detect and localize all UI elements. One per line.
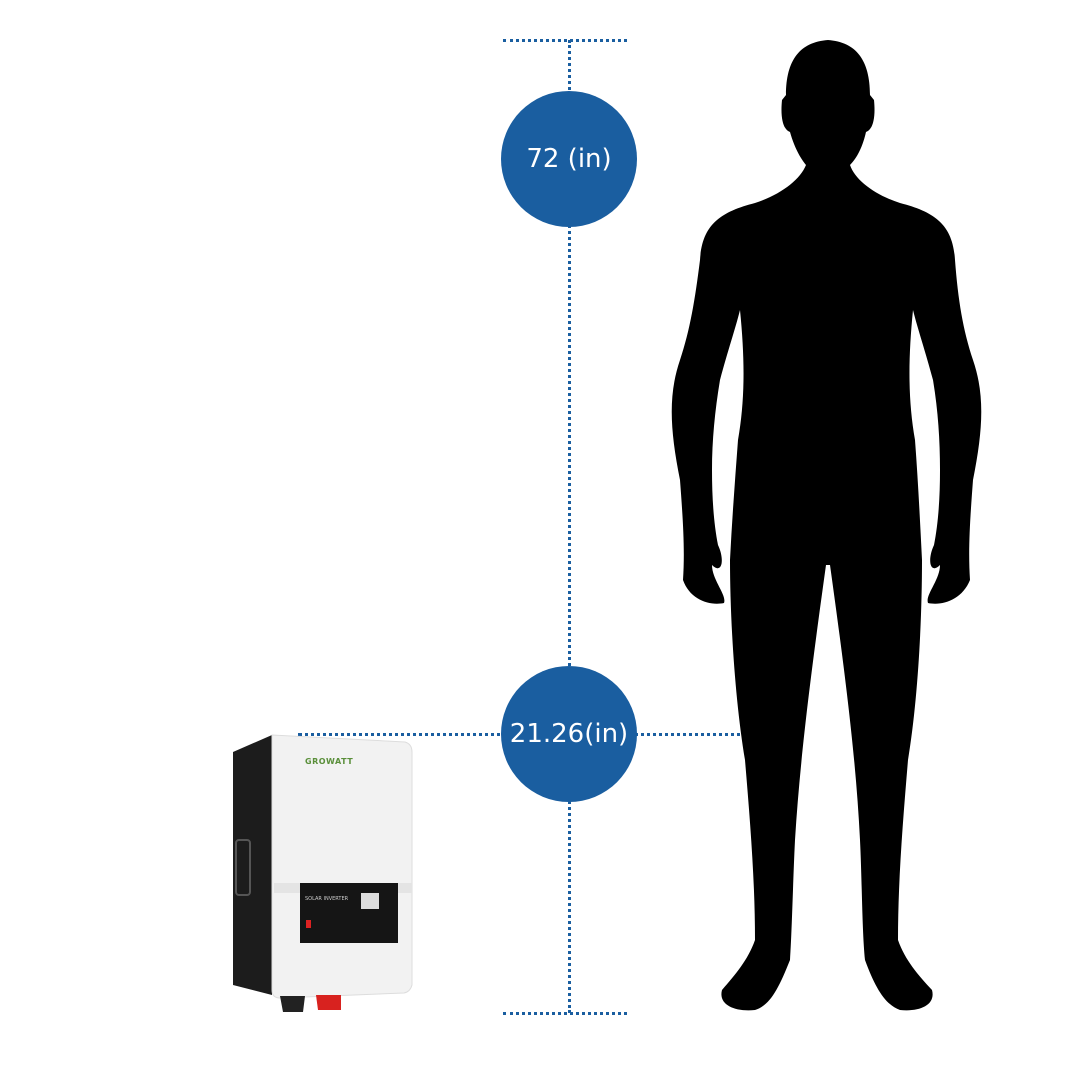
human-height-label: 72 (in) xyxy=(526,144,612,174)
top-measure-line xyxy=(503,39,627,42)
human-height-badge: 72 (in) xyxy=(501,91,637,227)
brand-logo-text: GROWATT xyxy=(305,757,354,766)
device-height-label: 21.26(in) xyxy=(509,719,629,749)
vertical-measure-line xyxy=(568,40,571,1013)
bottom-measure-line xyxy=(503,1012,627,1015)
device-height-badge: 21.26(in) xyxy=(501,666,637,802)
human-silhouette xyxy=(671,40,982,1011)
inverter-device xyxy=(233,734,413,1012)
panel-label: SOLAR INVERTER xyxy=(305,896,349,902)
